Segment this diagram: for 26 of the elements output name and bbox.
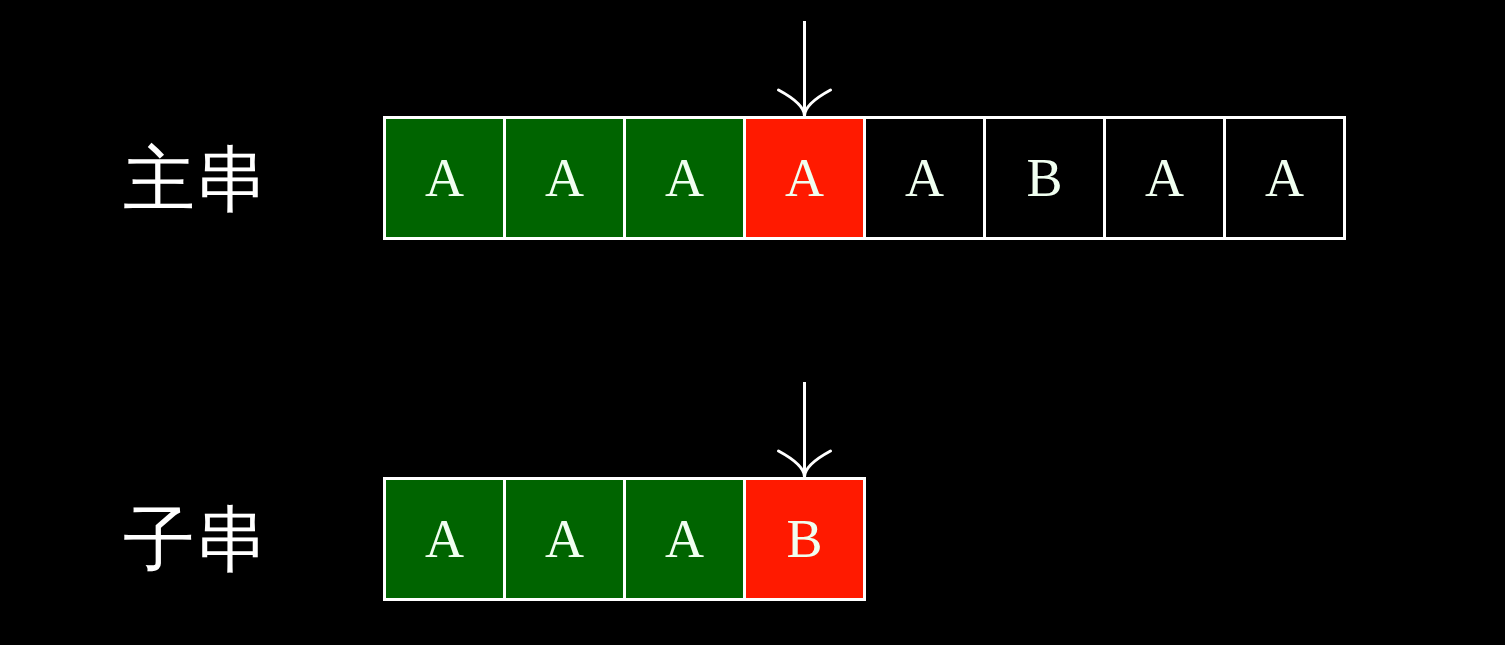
string-cell <box>503 477 626 601</box>
cell-character: A <box>905 151 944 205</box>
string-cell <box>863 116 986 240</box>
cell-character: A <box>425 512 464 566</box>
string-cell <box>623 477 746 601</box>
cell-character: A <box>425 151 464 205</box>
cell-character: A <box>1145 151 1184 205</box>
string-cell <box>1103 116 1226 240</box>
cell-character: A <box>1265 151 1304 205</box>
string-cell <box>1223 116 1346 240</box>
string-cell <box>743 477 866 601</box>
string-cell <box>743 116 866 240</box>
row-label: 主串 <box>123 143 267 215</box>
cell-character: A <box>545 151 584 205</box>
row-label: 子串 <box>123 503 267 575</box>
cell-character: A <box>545 512 584 566</box>
cell-character: B <box>786 512 823 566</box>
cell-character: B <box>1026 151 1063 205</box>
string-cell <box>383 116 506 240</box>
string-cell <box>983 116 1106 240</box>
string-cell <box>383 477 506 601</box>
cell-character: A <box>665 512 704 566</box>
cell-character: A <box>665 151 704 205</box>
cell-character: A <box>785 151 824 205</box>
string-cell <box>503 116 626 240</box>
string-cell <box>623 116 746 240</box>
